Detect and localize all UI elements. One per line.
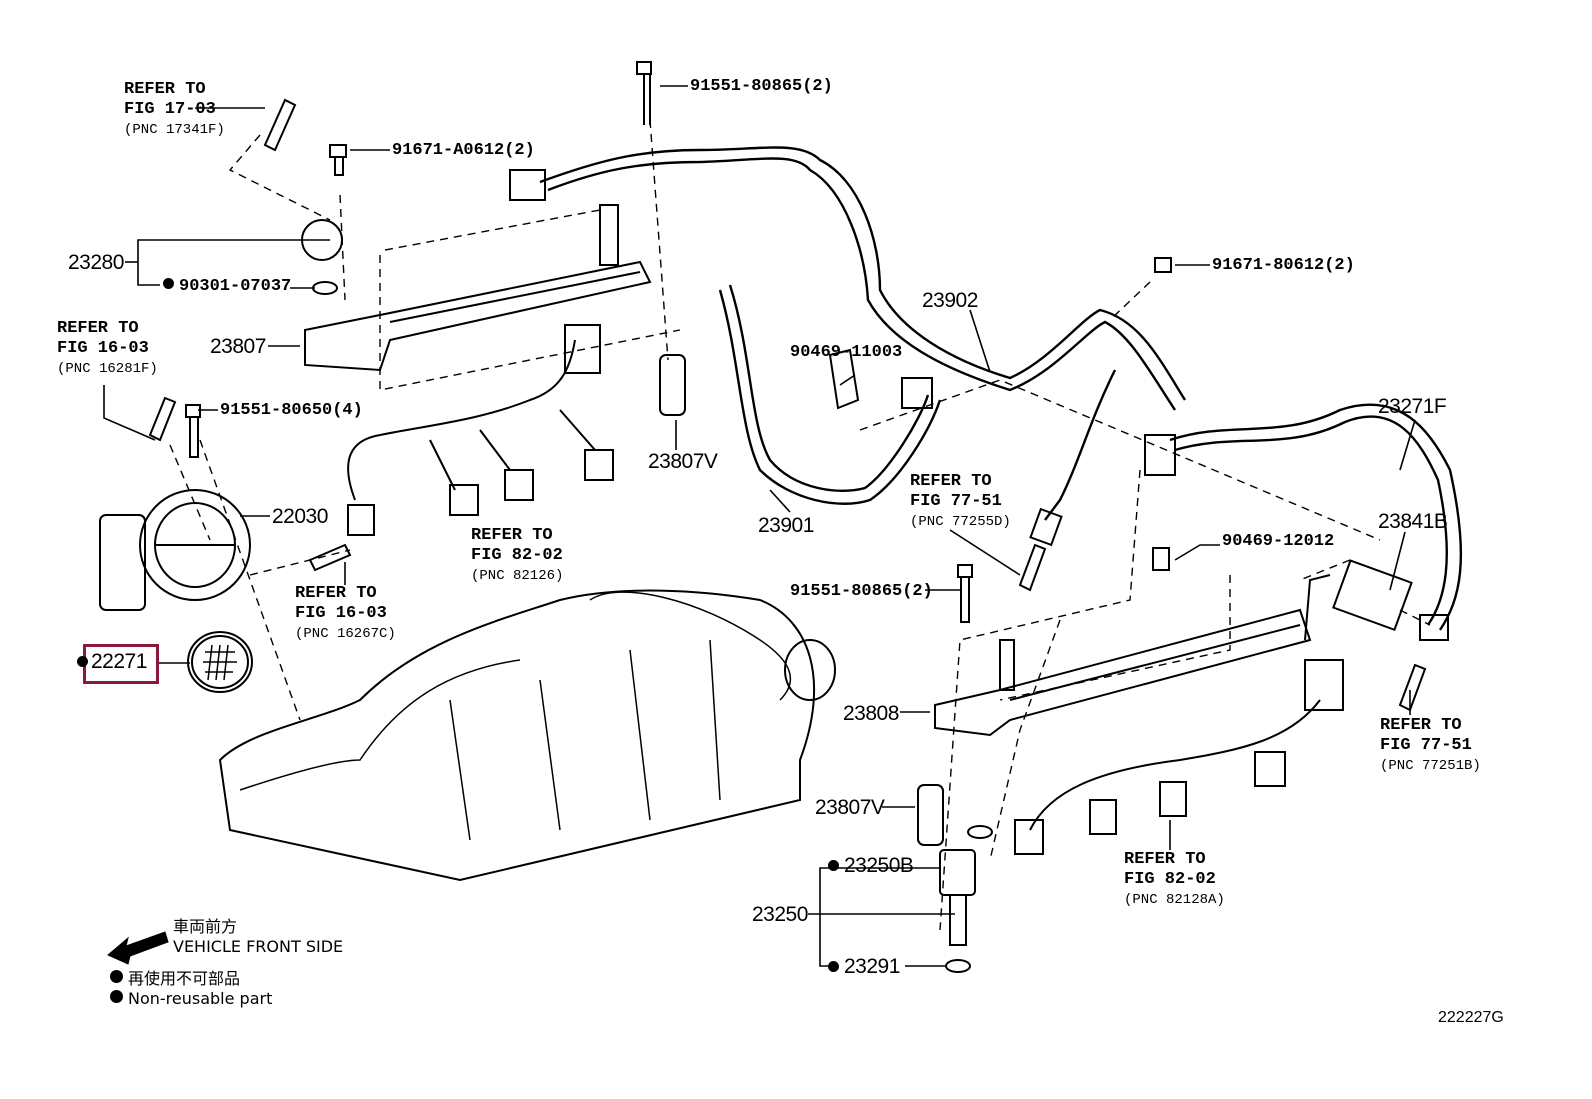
part-number: 90301-07037 bbox=[179, 277, 292, 296]
non-reusable-dot-icon bbox=[110, 970, 123, 983]
refer-pnc: (PNC 17341F) bbox=[124, 122, 225, 138]
refer-pnc: (PNC 82126) bbox=[471, 568, 564, 584]
part-label-90301-07037[interactable]: 90301-07037 bbox=[163, 278, 291, 295]
part-label-91671-A0612[interactable]: 91671-A0612(2) bbox=[392, 141, 535, 160]
part-label-22030[interactable]: 22030 bbox=[272, 505, 328, 528]
refer-pnc: (PNC 82128A) bbox=[1124, 892, 1225, 908]
refer-line: REFER TO bbox=[1380, 716, 1462, 735]
refer-figure: FIG 17-03 bbox=[124, 100, 216, 119]
part-label-23807V-lower[interactable]: 23807V bbox=[815, 796, 885, 819]
leader-lines bbox=[103, 85, 1416, 967]
intake-manifold bbox=[218, 589, 836, 882]
refer-line: REFER TO bbox=[124, 80, 206, 99]
vehicle-front-legend: 車両前方 VEHICLE FRONT SIDE bbox=[173, 917, 343, 957]
diagram-code: 222227G bbox=[1438, 1009, 1504, 1026]
part-label-91551-80865[interactable]: 91551-80865(2) bbox=[690, 77, 833, 96]
refer-figure: FIG 77-51 bbox=[910, 492, 1002, 511]
non-reusable-jp: 再使用不可部品 bbox=[128, 969, 241, 988]
refer-pnc: (PNC 16267C) bbox=[295, 626, 396, 642]
non-reusable-dot-icon bbox=[828, 961, 839, 972]
non-reusable-legend: 再使用不可部品 Non-reusable part bbox=[110, 969, 272, 1009]
refer-line: REFER TO bbox=[1124, 850, 1206, 869]
part-label-90469-12012[interactable]: 90469-12012 bbox=[1222, 532, 1335, 551]
part-label-23841B[interactable]: 23841B bbox=[1378, 510, 1448, 533]
vehicle-front-en: VEHICLE FRONT SIDE bbox=[173, 937, 344, 956]
part-number: 23291 bbox=[844, 955, 900, 978]
vehicle-front-jp: 車両前方 bbox=[173, 917, 238, 936]
refer-line: REFER TO bbox=[910, 472, 992, 491]
part-label-23250B[interactable]: 23250B bbox=[828, 854, 914, 877]
part-number: 23250B bbox=[844, 854, 914, 877]
fuel-hoses bbox=[539, 146, 1463, 631]
part-label-23280[interactable]: 23280 bbox=[68, 251, 124, 274]
part-label-91551-80650[interactable]: 91551-80650(4) bbox=[220, 401, 363, 420]
part-label-91551-80865-lower[interactable]: 91551-80865(2) bbox=[790, 582, 933, 601]
non-reusable-dot-icon bbox=[163, 278, 174, 289]
part-label-23902[interactable]: 23902 bbox=[922, 289, 978, 312]
part-label-23808[interactable]: 23808 bbox=[843, 702, 899, 725]
fuel-rail-23807 bbox=[301, 204, 686, 416]
throttle-body-22030 bbox=[99, 489, 251, 611]
part-label-23291[interactable]: 23291 bbox=[828, 956, 900, 977]
refer-pnc: (PNC 77251B) bbox=[1380, 758, 1481, 774]
gasket-22271 bbox=[187, 631, 253, 693]
wiring-harness bbox=[347, 339, 1321, 855]
refer-figure: FIG 16-03 bbox=[57, 339, 149, 358]
non-reusable-dot-icon bbox=[828, 860, 839, 871]
part-label-22271[interactable]: 22271 bbox=[77, 651, 147, 672]
dashed-lines bbox=[169, 119, 1431, 931]
part-label-23807[interactable]: 23807 bbox=[210, 335, 266, 358]
non-reusable-dot-icon bbox=[77, 656, 88, 667]
bolts bbox=[185, 61, 1172, 623]
non-reusable-dot-icon bbox=[110, 990, 123, 1003]
fuel-rail-23808 bbox=[917, 559, 1413, 973]
refer-figure: FIG 82-02 bbox=[1124, 870, 1216, 889]
non-reusable-en: Non-reusable part bbox=[128, 989, 273, 1008]
part-label-23901[interactable]: 23901 bbox=[758, 514, 814, 537]
refer-pnc: (PNC 16281F) bbox=[57, 361, 158, 377]
part-label-23807V[interactable]: 23807V bbox=[648, 450, 718, 473]
part-number: 22271 bbox=[91, 650, 147, 673]
refer-line: REFER TO bbox=[295, 584, 377, 603]
part-label-23250[interactable]: 23250 bbox=[752, 903, 808, 926]
pipe-stubs bbox=[148, 98, 1449, 712]
refer-pnc: (PNC 77255D) bbox=[910, 514, 1011, 530]
part-label-91671-80612[interactable]: 91671-80612(2) bbox=[1212, 256, 1355, 275]
refer-line: REFER TO bbox=[471, 526, 553, 545]
part-label-90469-11003[interactable]: 90469-11003 bbox=[790, 343, 903, 362]
vehicle-front-arrow bbox=[107, 931, 169, 965]
part-label-23271F[interactable]: 23271F bbox=[1378, 395, 1447, 418]
refer-figure: FIG 82-02 bbox=[471, 546, 563, 565]
refer-line: REFER TO bbox=[57, 319, 139, 338]
refer-figure: FIG 77-51 bbox=[1380, 736, 1472, 755]
refer-figure: FIG 16-03 bbox=[295, 604, 387, 623]
